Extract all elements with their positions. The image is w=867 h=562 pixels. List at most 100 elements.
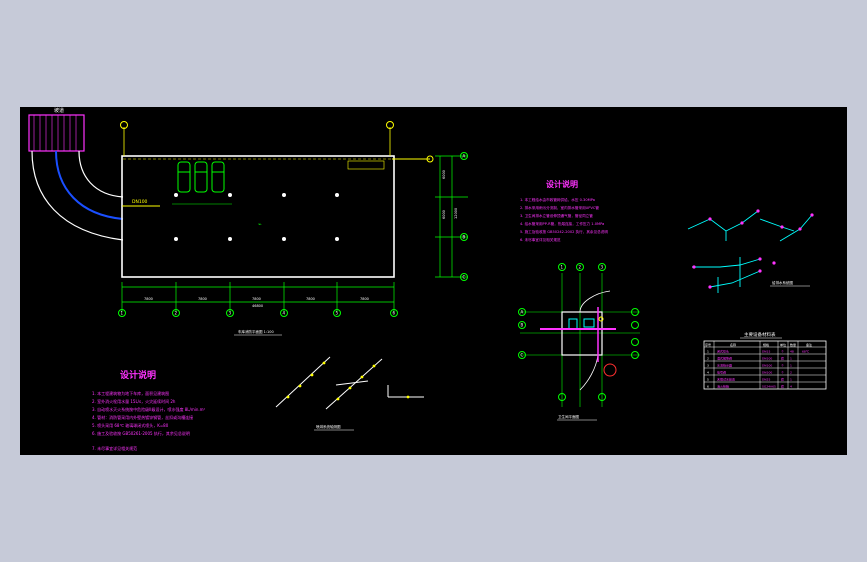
table-row: 5 末端试水装置 DN25 套 1	[707, 377, 792, 382]
partial-plan-caption: 卫生间平面图	[558, 414, 579, 419]
th-3: 单位	[780, 342, 786, 347]
garage-plan: DN100 ⌁ 7800 7800 7800 7800 7800 468	[118, 121, 468, 336]
grid-label-a: A	[463, 154, 466, 159]
notes-left-line-1: 1. 本工程建筑物为地下车库，面积见建筑图	[92, 390, 169, 396]
cell: 个	[781, 350, 784, 354]
dim-4: 7800	[306, 297, 315, 301]
grid-label-1: 1	[121, 311, 124, 316]
notes-right-line-4: 4. 给水管采用PP-R管，热熔连接，工作压力 1.0MPa	[520, 221, 604, 226]
grid-bubbles-bottom: 1 2 3 4 5 6	[118, 309, 398, 317]
cell: 2	[790, 371, 792, 375]
th-5: 备注	[806, 342, 812, 347]
cell: 3	[707, 364, 709, 368]
notes-left-line-4: 4. 管材：消防管采用内外壁热镀锌钢管，丝扣或沟槽连接	[92, 414, 193, 420]
notes-right-line-5: 5. 施工及验收按 GB50242-2002 执行，其余见总说明	[520, 229, 608, 234]
notes-left-line-2: 2. 室外消火栓用水量 15L/s，火灾延续时间 2h	[92, 398, 176, 404]
cell: 水流指示器	[717, 363, 732, 368]
th-1: 名称	[730, 342, 736, 347]
notes-right-line-6: 6. 未尽事宜详见相关规范	[520, 237, 561, 242]
dim-3: 7800	[252, 297, 261, 301]
notes-left-line-6: 6. 施工及验收按 GB50261-2005 执行，其余见总说明	[92, 430, 190, 436]
notes-left-title: 设计说明	[120, 369, 156, 381]
cell: 套	[781, 356, 784, 361]
cell: DN100	[762, 371, 772, 375]
grid-label-b: B	[463, 235, 466, 240]
cell: 4	[790, 385, 792, 389]
dim-5: 7800	[360, 297, 369, 301]
th-2: 规格	[763, 342, 769, 347]
partial-plan: 1 2 3 A B C 卫生间平面图	[518, 263, 640, 421]
dim-total: 46800	[252, 304, 263, 308]
vdim-3: 12000	[454, 208, 458, 219]
sprinkler-isometric: 喷淋系统轴测图	[275, 356, 424, 431]
cell: 6	[707, 385, 709, 389]
grid-label-4: 4	[283, 311, 286, 316]
parking-cars	[177, 161, 225, 193]
grid-bubbles-right: A B C	[460, 152, 468, 281]
notes-left-line-3: 3. 自动喷水灭火系统按中危险级II级设计，喷水强度 8L/min.m²	[92, 406, 206, 412]
cell: 2	[707, 357, 709, 361]
design-notes-right: 设计说明 1. 本工程给水由市政管网供给，水压 0.30MPa 2. 排水采用雨…	[520, 179, 608, 242]
notes-left-line-5: 5. 喷头采用 68℃ 玻璃球闭式喷头，K=80	[92, 422, 169, 428]
pipe-tag: DN100	[132, 199, 148, 205]
svg-text:⌁: ⌁	[258, 221, 262, 228]
equipment-table: 主要设备材料表 序号 名称	[703, 331, 827, 390]
drawing-canvas[interactable]: 坡道	[20, 107, 847, 455]
dim-1: 7800	[144, 297, 153, 301]
notes-left-line-7: 7. 未尽事宜详见相关规范	[92, 445, 137, 451]
table-row: 4 信号阀 DN100 个 2	[707, 370, 792, 375]
table-row: 3 水流指示器 DN100 个 1	[707, 363, 792, 368]
pp-grid-1: 1	[561, 265, 564, 270]
cell: 个	[781, 364, 784, 368]
table-row: 6 消火栓箱 SG24A65 套 4	[707, 384, 792, 389]
table-title: 主要设备材料表	[744, 331, 776, 338]
cell: 5	[707, 378, 709, 382]
table-row: 1 闭式喷头 DN15 个 48 68℃	[707, 349, 810, 354]
ramp-label: 坡道	[54, 107, 64, 114]
notes-right-line-1: 1. 本工程给水由市政管网供给，水压 0.30MPa	[520, 197, 595, 202]
th-4: 数量	[790, 342, 796, 347]
grid-label-5: 5	[336, 311, 339, 316]
notes-right-title: 设计说明	[546, 179, 578, 189]
pp-grid-a: A	[521, 310, 524, 315]
cad-drawing: 坡道	[28, 107, 827, 451]
cell: 1	[790, 364, 792, 368]
cell: SG24A65	[762, 385, 776, 389]
sprinkler-heads	[174, 193, 339, 241]
pp-grid-3: 3	[601, 265, 604, 270]
cell: 末端试水装置	[717, 377, 735, 382]
pp-grid-b: B	[521, 323, 524, 328]
cell: 4	[707, 371, 709, 375]
cell: 套	[781, 384, 784, 389]
cell: 信号阀	[717, 370, 726, 375]
vdim-1: 6000	[442, 170, 446, 179]
plan-dimensions: 7800 7800 7800 7800 7800 46800	[144, 297, 369, 308]
grid-label-c: C	[463, 275, 466, 280]
cell: DN15	[762, 350, 770, 354]
vdim-2: 6000	[442, 210, 446, 219]
pp-grid-c: C	[521, 353, 524, 358]
notes-right-line-3: 3. 卫生间排水立管设伸顶通气管，管径同立管	[520, 213, 593, 218]
th-0: 序号	[705, 342, 711, 347]
grid-label-2: 2	[175, 311, 178, 316]
cell: 48	[790, 350, 794, 354]
pp-grid-2: 2	[579, 265, 582, 270]
cell: 湿式报警阀	[717, 356, 732, 361]
cell: 1	[707, 350, 709, 354]
cell: DN25	[762, 378, 770, 382]
cell: DN100	[762, 357, 772, 361]
notes-right-line-2: 2. 排水采用雨污分流制，室内排水管采用UPVC管	[520, 205, 599, 210]
iso-right-caption: 给排水系统图	[772, 280, 793, 285]
cell: 68℃	[802, 350, 810, 354]
plan-caption: 车库消防平面图 1:100	[238, 329, 274, 334]
grid-label-3: 3	[229, 311, 232, 316]
cell: 闭式喷头	[717, 349, 729, 354]
table-row: 2 湿式报警阀 DN100 套 1	[707, 356, 792, 361]
iso-center-caption: 喷淋系统轴测图	[316, 424, 341, 429]
design-notes-left: 设计说明 1. 本工程建筑物为地下车库，面积见建筑图 2. 室外消火栓用水量 1…	[92, 369, 206, 451]
cell: 1	[790, 378, 792, 382]
cell: DN100	[762, 364, 772, 368]
entrance-ramp: 坡道	[28, 107, 124, 241]
cell: 消火栓箱	[717, 384, 729, 389]
